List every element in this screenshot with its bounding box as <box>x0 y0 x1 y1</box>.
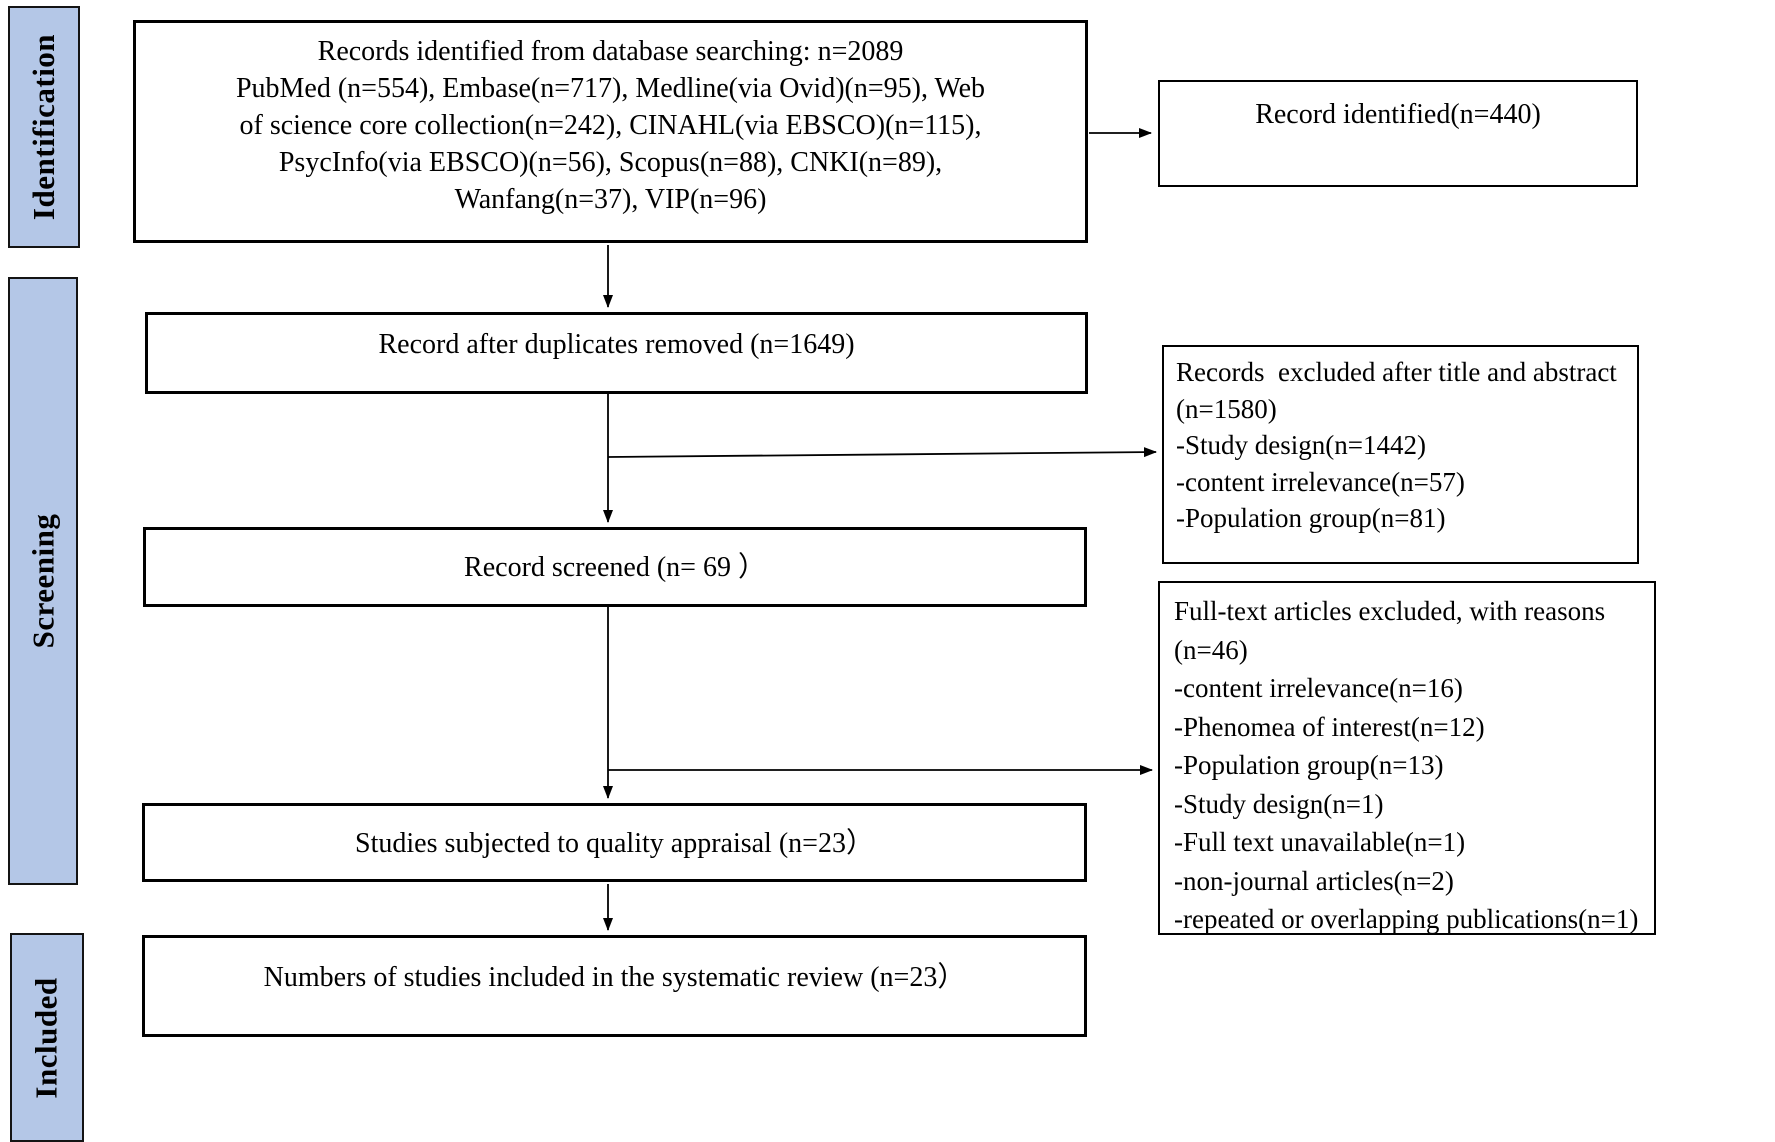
box-line: -Population group(n=13) <box>1174 750 1444 780</box>
stage-label-screening: Screening <box>25 513 60 649</box>
box-line: -Phenomea of interest(n=12) <box>1174 711 1485 742</box>
box-line: of science core collection(n=242), CINAH… <box>239 110 982 141</box>
box-fulltext-excluded: Full-text articles excluded, with reason… <box>1158 581 1656 935</box>
stage-bar-screening: Screening <box>8 277 78 885</box>
box-line: Record after duplicates removed (n=1649) <box>378 329 855 360</box>
box-included-in-review: Numbers of studies included in the syste… <box>142 935 1087 1037</box>
box-line: Studies subjected to quality appraisal (… <box>355 828 874 859</box>
box-line: PubMed (n=554), Embase(n=717), Medline(v… <box>235 73 986 104</box>
box-line: -Study design(n=1) <box>1174 788 1384 819</box>
box-line: (n=1580) <box>1176 393 1277 424</box>
box-records-identified: Records identified from database searchi… <box>133 20 1088 243</box>
box-line: -non-journal articles(n=2) <box>1174 865 1454 896</box>
box-line: PsycInfo(via EBSCO)(n=56), Scopus(n=88),… <box>278 147 943 178</box>
box-duplicates-removed: Record after duplicates removed (n=1649) <box>145 312 1088 394</box>
box-line: -content irrelevance(n=16) <box>1174 673 1463 703</box>
box-line: Numbers of studies included in the syste… <box>263 962 966 993</box>
box-line: Records identified from database searchi… <box>317 36 904 67</box>
box-record-identified: Record identified(n=440) <box>1158 80 1638 187</box>
box-line: Wanfang(n=37), VIP(n=96) <box>454 184 767 215</box>
box-line: -Study design(n=1442) <box>1176 430 1426 460</box>
stage-bar-identification: Identification <box>8 6 80 248</box>
box-line: Record identified(n=440) <box>1255 99 1541 130</box>
box-line: -content irrelevance(n=57) <box>1176 466 1465 497</box>
arrow-branch-to-title-abstract-excluded <box>607 447 1157 458</box>
box-line: -repeated or overlapping publications(n=… <box>1174 904 1639 934</box>
stage-bar-included: Included <box>10 933 84 1142</box>
box-quality-appraisal: Studies subjected to quality appraisal (… <box>142 803 1087 882</box>
box-records-screened: Record screened (n= 69 ） <box>143 527 1087 607</box>
box-line: Full-text articles excluded, with reason… <box>1174 596 1606 626</box>
stage-label-included: Included <box>29 976 65 1099</box>
box-line: -Full text unavailable(n=1) <box>1174 827 1466 857</box>
stage-label-identification: Identification <box>26 33 61 221</box>
box-line: -Population group(n=81) <box>1176 503 1446 533</box>
box-line: Record screened (n= 69 ） <box>464 552 766 583</box>
box-line: Records excluded after title and abstrac… <box>1176 357 1617 387</box>
box-title-abstract-excluded: Records excluded after title and abstrac… <box>1162 345 1639 564</box>
box-line: (n=46) <box>1174 634 1248 665</box>
